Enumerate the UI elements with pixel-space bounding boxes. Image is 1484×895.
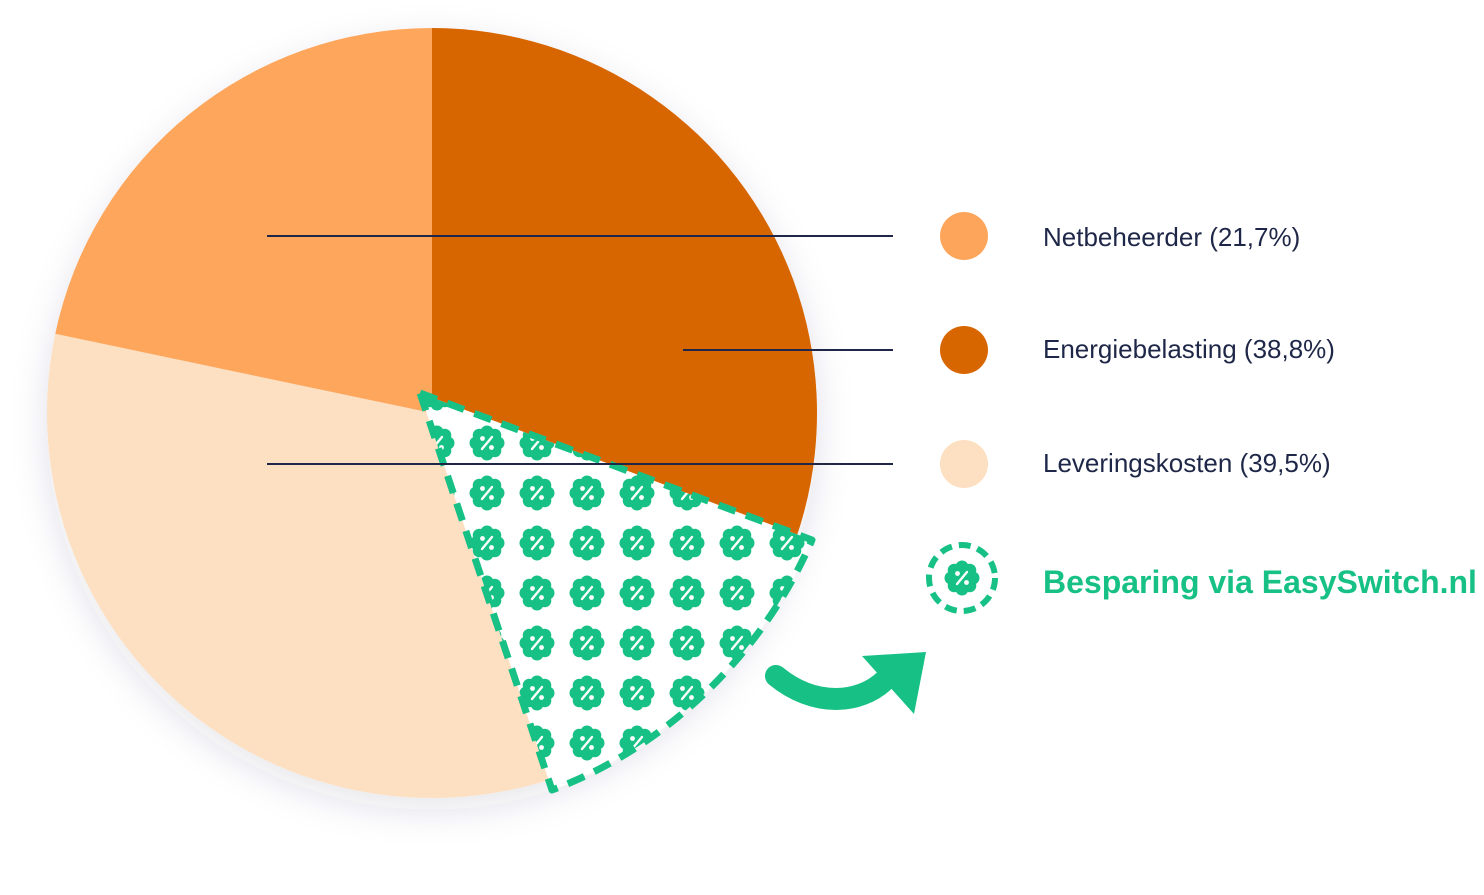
savings-wedge-pattern [420,393,812,790]
arrow-right-icon [765,665,896,710]
legend-marker-leveringskosten [940,440,988,488]
savings-wedge-outline [416,389,816,794]
legend-label-savings: Besparing via EasySwitch.nl [1043,564,1477,600]
arrow-head-icon [862,652,926,714]
legend-label-netbeheerder: Netbeheerder (21,7%) [1043,222,1301,252]
pie-slice-netbeheerder [55,27,432,413]
legend-label-energiebelasting: Energiebelasting (38,8%) [1043,334,1335,364]
legend-label-leveringskosten: Leveringskosten (39,5%) [1043,448,1331,478]
legend-marker-netbeheerder [940,212,988,260]
legend-marker-energiebelasting [940,326,988,374]
percent-badge-icon [926,542,998,614]
